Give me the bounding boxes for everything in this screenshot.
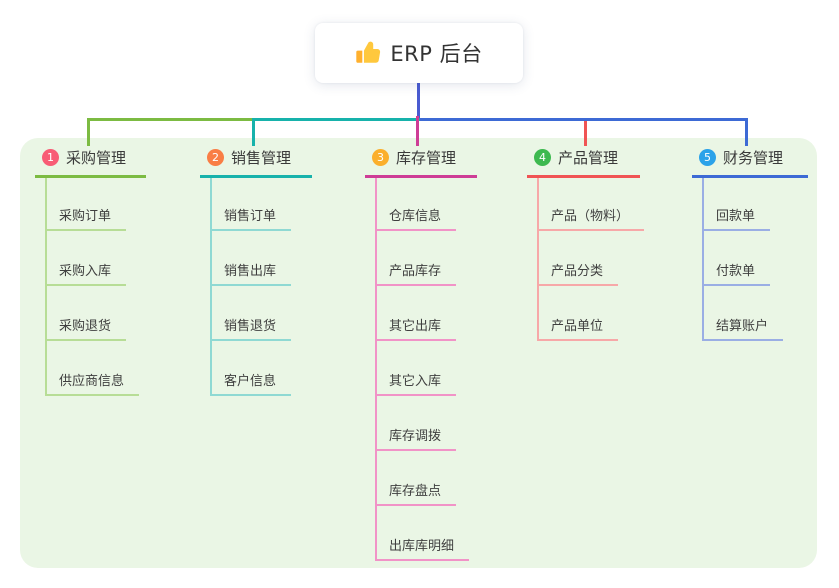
branch-badge: 4: [534, 149, 551, 166]
branch-header-inventory[interactable]: 3 库存管理: [365, 147, 477, 178]
sub-item[interactable]: 产品单位: [539, 286, 619, 341]
sub-item[interactable]: 供应商信息: [47, 341, 140, 396]
sub-item[interactable]: 其它入库: [377, 341, 457, 396]
sub-item[interactable]: 产品（物料）: [539, 178, 645, 231]
connector-branch-2-h: [252, 118, 420, 121]
sub-item[interactable]: 销售退货: [212, 286, 292, 341]
branch-sales: 2 销售管理 销售订单 销售出库 销售退货 客户信息: [200, 147, 312, 396]
branch-badge: 5: [699, 149, 716, 166]
connector-branch-4-v: [584, 121, 587, 146]
sub-item[interactable]: 产品库存: [377, 231, 457, 286]
branch-label: 采购管理: [66, 149, 127, 167]
sub-item[interactable]: 采购订单: [47, 178, 127, 231]
connector-branch-1-v: [87, 118, 90, 146]
branch-badge: 3: [372, 149, 389, 166]
connector-root-line: [417, 83, 420, 120]
root-node[interactable]: ERP 后台: [315, 23, 523, 83]
sub-item[interactable]: 客户信息: [212, 341, 292, 396]
connector-branch-2-v: [252, 118, 255, 146]
branch-items: 产品（物料） 产品分类 产品单位: [537, 178, 645, 341]
sub-item[interactable]: 付款单: [704, 231, 771, 286]
sub-item[interactable]: 仓库信息: [377, 178, 457, 231]
branch-finance: 5 财务管理 回款单 付款单 结算账户: [692, 147, 808, 341]
branch-badge: 2: [207, 149, 224, 166]
branch-header-sales[interactable]: 2 销售管理: [200, 147, 312, 178]
branch-badge: 1: [42, 149, 59, 166]
sub-item[interactable]: 采购退货: [47, 286, 127, 341]
branch-header-finance[interactable]: 5 财务管理: [692, 147, 808, 178]
sub-item[interactable]: 结算账户: [704, 286, 784, 341]
branch-items: 采购订单 采购入库 采购退货 供应商信息: [45, 178, 140, 396]
branch-header-product[interactable]: 4 产品管理: [527, 147, 640, 178]
sub-item[interactable]: 库存盘点: [377, 451, 457, 506]
thumbs-up-icon: [355, 40, 381, 66]
branch-header-procurement[interactable]: 1 采购管理: [35, 147, 146, 178]
sub-item[interactable]: 回款单: [704, 178, 771, 231]
sub-item[interactable]: 采购入库: [47, 231, 127, 286]
branch-procurement: 1 采购管理 采购订单 采购入库 采购退货 供应商信息: [35, 147, 146, 396]
branch-items: 回款单 付款单 结算账户: [702, 178, 784, 341]
branch-product: 4 产品管理 产品（物料） 产品分类 产品单位: [527, 147, 645, 341]
branch-label: 产品管理: [558, 149, 619, 167]
sub-item[interactable]: 库存调拨: [377, 396, 457, 451]
sub-item[interactable]: 产品分类: [539, 231, 619, 286]
connector-branch-3-v: [416, 116, 419, 146]
branch-inventory: 3 库存管理 仓库信息 产品库存 其它出库 其它入库 库存调拨 库存盘点 出库库…: [365, 147, 477, 561]
branch-label: 销售管理: [231, 149, 292, 167]
branch-label: 库存管理: [396, 149, 457, 167]
root-title: ERP 后台: [390, 42, 483, 66]
branch-items: 仓库信息 产品库存 其它出库 其它入库 库存调拨 库存盘点 出库库明细: [375, 178, 470, 561]
sub-item[interactable]: 销售订单: [212, 178, 292, 231]
sub-item[interactable]: 出库库明细: [377, 506, 470, 561]
sub-item[interactable]: 其它出库: [377, 286, 457, 341]
branches-panel: [20, 138, 817, 568]
connector-branch-5-v: [745, 118, 748, 146]
branch-items: 销售订单 销售出库 销售退货 客户信息: [210, 178, 292, 396]
connector-branch-5-h: [420, 118, 748, 121]
connector-branch-1-h: [87, 118, 255, 121]
branch-label: 财务管理: [723, 149, 784, 167]
sub-item[interactable]: 销售出库: [212, 231, 292, 286]
